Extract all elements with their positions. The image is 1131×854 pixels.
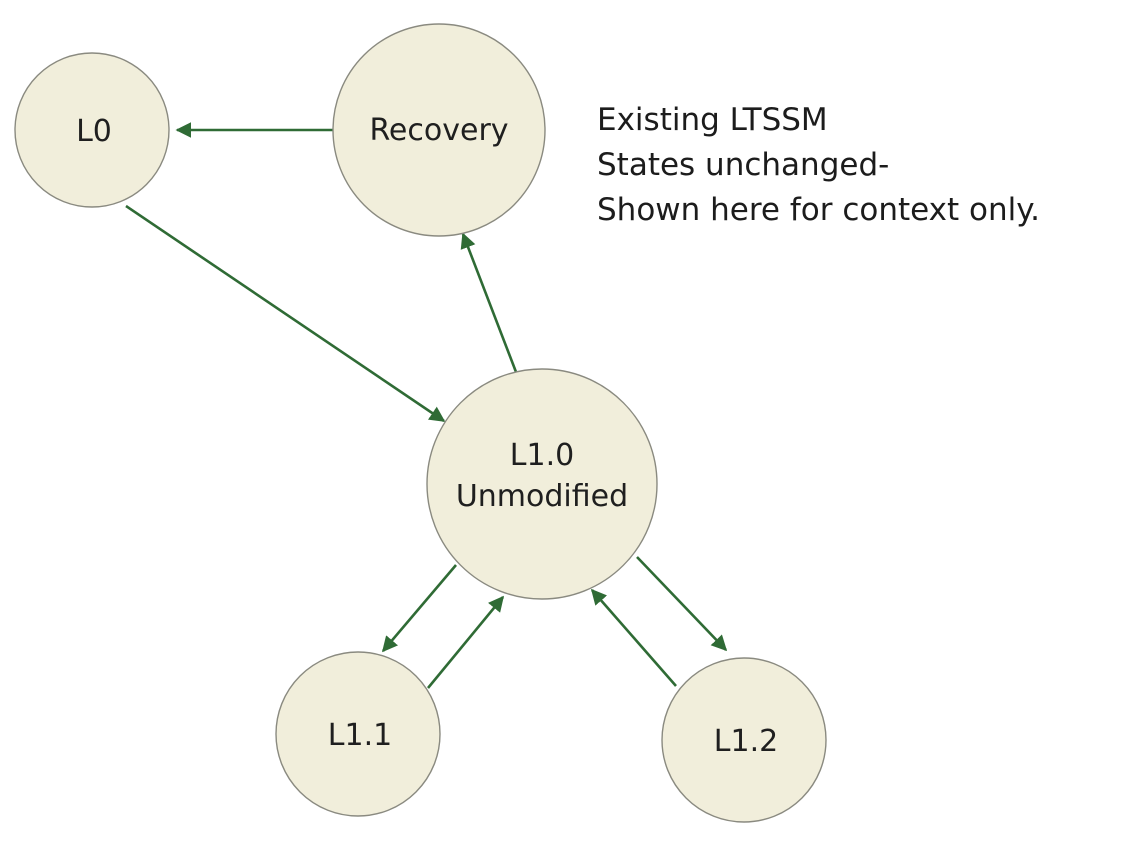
transition-l0-to-l1-0 (125, 204, 446, 423)
state-l1-0-label-line2: Unmodified (456, 479, 628, 514)
transitions (125, 122, 728, 689)
state-l1-2-label: L1.2 (714, 724, 778, 759)
state-l1-0-label-line1: L1.0 (510, 438, 574, 473)
state-l1-1-circle (275, 651, 441, 817)
state-l1-2-circle (661, 657, 827, 823)
state-l1-0: L1.0 Unmodified (426, 368, 658, 600)
state-l1-2: L1.2 (661, 657, 827, 823)
state-l1-1-label: L1.1 (328, 718, 392, 753)
transition-l1-0-to-recovery (460, 232, 518, 373)
state-l1-0-circle (426, 368, 658, 600)
state-recovery-circle (332, 23, 546, 237)
transition-l1-1-to-l1-0 (426, 595, 505, 689)
transition-l1-2-to-l1-0 (590, 588, 677, 687)
state-recovery: Recovery (332, 23, 546, 237)
transition-l1-0-to-l1-1 (381, 564, 457, 653)
context-note-line1: Existing LTSSM (597, 102, 828, 138)
state-l0-circle (14, 52, 170, 208)
context-note: Existing LTSSM States unchanged- Shown h… (597, 98, 1040, 233)
state-l0: L0 (14, 52, 170, 208)
state-l0-label: L0 (76, 114, 112, 149)
context-note-line2: States unchanged- (597, 147, 890, 183)
state-l1-1: L1.1 (275, 651, 441, 817)
state-recovery-label: Recovery (369, 113, 508, 148)
context-note-line3: Shown here for context only. (597, 192, 1041, 228)
transition-l1-0-to-l1-2 (636, 556, 728, 652)
